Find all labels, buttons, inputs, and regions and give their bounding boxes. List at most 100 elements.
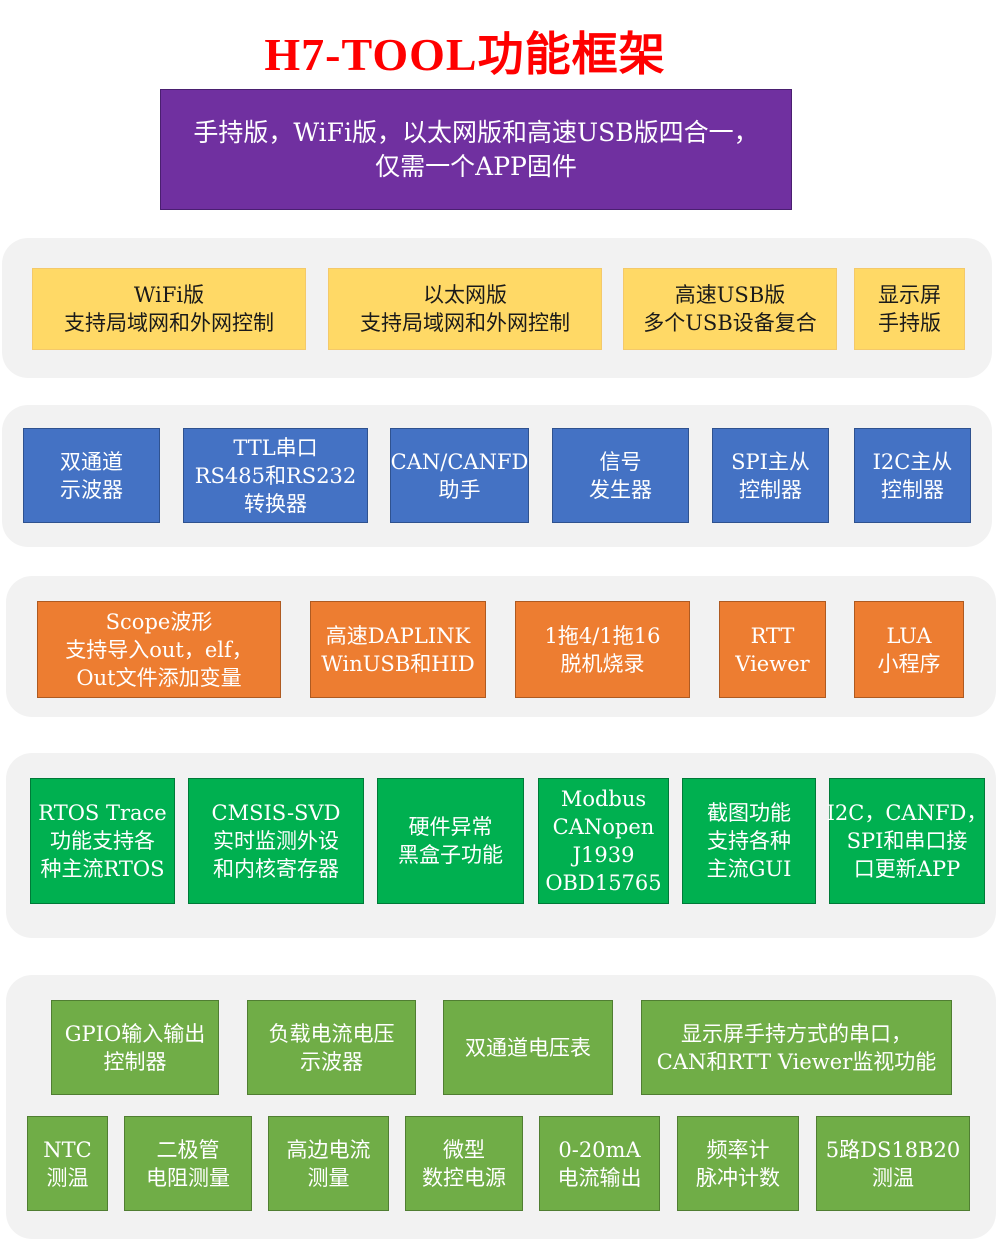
box-line: 测温 [46,1165,89,1190]
box-line: 示波器 [300,1049,363,1074]
box-load-scope: 负载电流电压示波器 [247,1000,416,1095]
box-line: 控制器 [103,1049,167,1074]
box-line: J1939 [572,843,635,867]
box-line: 硬件异常 [408,815,493,839]
box-ds18b20: 5路DS18B20 测温 [816,1116,970,1211]
box-line: Viewer [735,651,810,676]
box-line: NTC [43,1137,92,1162]
box-line: 助手 [438,477,481,502]
box-line: 控制器 [881,477,944,502]
box-offline-programming: 1拖4/1拖16 脱机烧录 [515,601,690,698]
box-line: SPI和串口接 [846,829,968,853]
box-power-supply: 微型数控电源 [405,1116,523,1211]
box-line: 实时监测外设 [213,829,339,853]
box-usb-version: 高速USB版多个USB设备复合 [623,268,837,350]
box-line: RTT [750,623,795,648]
box-line: 口更新APP [853,857,961,881]
box-line: 数控电源 [422,1165,506,1190]
box-line: 以太网版 [423,283,507,307]
box-line: 发生器 [589,477,652,502]
box-line: 微型 [443,1137,485,1162]
box-dual-voltmeter: 双通道电压表 [443,1000,613,1095]
box-line: 脉冲计数 [696,1165,780,1190]
box-signal-generator: 信号发生器 [552,428,689,523]
box-line: 5路DS18B20 [825,1137,961,1162]
box-line: RTOS Trace [38,801,167,825]
box-line: 高边电流 [286,1137,371,1162]
box-line: 截图功能 [707,801,791,825]
box-line: OBD15765 [545,871,662,895]
box-line: 种主流RTOS [40,857,165,881]
box-line: 示波器 [60,477,123,502]
box-line: CAN和RTT Viewer监视功能 [656,1049,937,1074]
box-ethernet-version: 以太网版支持局域网和外网控制 [328,268,602,350]
box-line: 双通道电压表 [465,1035,591,1060]
box-line: 测量 [307,1165,350,1190]
box-lua: LUA 小程序 [854,601,964,698]
box-gpio: GPIO输入输出控制器 [51,1000,219,1095]
box-line: 功能支持各 [50,829,155,853]
box-line: LUA [886,623,932,648]
box-line: 和内核寄存器 [213,857,339,881]
banner-line-1: 手持版，WiFi版，以太网版和高速USB版四合一， [193,117,759,147]
box-line: 高速USB版 [674,283,786,307]
box-line: GPIO输入输出 [64,1021,206,1046]
box-line: 高速DAPLINK [325,623,471,648]
page-title: H7-TOOL功能框架 [264,29,666,80]
box-line: CAN/CANFD [390,449,529,474]
box-line: 支持导入out，elf， [65,637,253,662]
box-line: WinUSB和HID [321,651,475,676]
box-can-canfd: CAN/CANFD 助手 [390,428,529,523]
box-screenshot: 截图功能支持各种主流GUI [682,778,816,904]
box-line: 1拖4/1拖16 [544,623,661,648]
box-line: Modbus [560,787,647,811]
box-line: 显示屏 [878,283,941,307]
box-current-output: 0-20mA 电流输出 [539,1116,660,1211]
box-line: I2C，CANFD， [826,801,988,825]
box-handheld-version: 显示屏手持版 [854,268,965,350]
box-line: 电流输出 [557,1165,642,1190]
box-line: 小程序 [877,651,941,676]
box-line: 负载电流电压 [268,1021,395,1046]
box-handheld-monitor: 显示屏手持方式的串口， CAN和RTT Viewer监视功能 [641,1000,952,1095]
box-line: 支持各种 [707,829,791,853]
box-line: TTL串口 [233,435,318,460]
box-frequency-counter: 频率计脉冲计数 [677,1116,799,1211]
box-ntc: NTC 测温 [27,1116,108,1211]
box-i2c-controller: I2C主从控制器 [854,428,971,523]
box-wifi-version: WiFi版支持局域网和外网控制 [32,268,306,350]
box-line: SPI主从 [731,449,810,474]
box-line: CMSIS-SVD [211,801,341,825]
box-line: 信号 [599,449,642,474]
box-line: 0-20mA [558,1137,641,1162]
box-line: 电阻测量 [146,1165,230,1190]
box-rtt-viewer: RTT Viewer [719,601,826,698]
box-line: 二极管 [156,1137,220,1162]
box-diode-resistance: 二极管电阻测量 [124,1116,252,1211]
box-line: Out文件添加变量 [76,665,242,690]
box-firmware-update: I2C，CANFD， SPI和串口接口更新APP [826,778,988,904]
box-line: 测温 [872,1165,914,1190]
box-dual-scope: 双通道示波器 [23,428,160,523]
box-line: 脱机烧录 [560,651,645,676]
box-line: 频率计 [706,1137,770,1162]
box-line: 转换器 [244,491,307,516]
box-line: 控制器 [739,477,802,502]
box-spi-controller: SPI主从控制器 [712,428,829,523]
box-daplink: 高速DAPLINK WinUSB和HID [310,601,486,698]
box-rtos-trace: RTOS Trace 功能支持各种主流RTOS [30,778,175,904]
box-line: 黑盒子功能 [398,843,503,867]
box-ttl-serial: TTL串口 RS485和RS232 转换器 [183,428,368,523]
box-cmsis-svd: CMSIS-SVD 实时监测外设和内核寄存器 [188,778,364,904]
box-line: 双通道 [60,449,123,474]
box-high-side-current: 高边电流测量 [268,1116,389,1211]
box-line: 显示屏手持方式的串口， [681,1021,912,1046]
box-line: 手持版 [878,311,941,335]
box-line: 支持局域网和外网控制 [360,311,570,335]
box-line: 主流GUI [706,857,792,881]
box-line: Scope波形 [105,609,213,634]
box-line: I2C主从 [872,449,953,474]
box-line: 支持局域网和外网控制 [64,311,274,335]
box-line: RS485和RS232 [194,463,357,488]
